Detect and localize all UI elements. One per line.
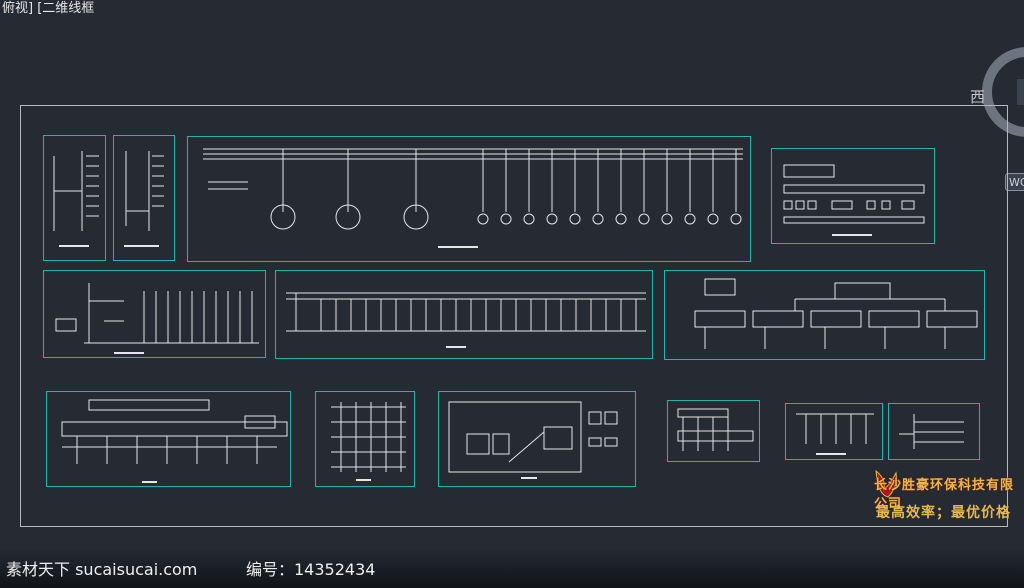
viewcube-west-label[interactable]: 西 xyxy=(970,88,986,106)
watermark-id: 编号：14352434 xyxy=(246,560,376,579)
drawing-sheet[interactable] xyxy=(43,135,106,261)
viewcube-ring-icon[interactable] xyxy=(977,37,1024,147)
drawing-sheet[interactable] xyxy=(46,391,291,487)
layout-border xyxy=(20,105,1008,527)
drawing-sheet[interactable] xyxy=(113,135,175,261)
wcs-menu[interactable]: WC xyxy=(1005,173,1024,191)
drawing-sheet[interactable] xyxy=(664,270,985,360)
drawing-sheet[interactable] xyxy=(667,400,760,462)
drawing-sheet[interactable] xyxy=(275,270,653,359)
drawing-sheet[interactable] xyxy=(43,270,266,358)
drawing-sheet[interactable] xyxy=(438,391,636,487)
company-slogan: 最高效率；最优价格 xyxy=(876,505,1011,521)
viewport-label[interactable]: 俯视] [二维线框 xyxy=(2,1,95,16)
watermark-bar xyxy=(0,548,1024,588)
company-logo-icon xyxy=(875,469,897,498)
drawing-sheet-main-circuit[interactable] xyxy=(187,136,751,262)
drawing-sheet[interactable] xyxy=(785,403,883,460)
watermark-site: 素材天下 sucaisucai.com xyxy=(6,560,198,579)
drawing-sheet[interactable] xyxy=(315,391,415,487)
company-name: 长沙胜豪环保科技有限公司 xyxy=(874,478,1015,512)
drawing-sheet[interactable] xyxy=(888,403,980,460)
drawing-sheet[interactable] xyxy=(771,148,935,244)
